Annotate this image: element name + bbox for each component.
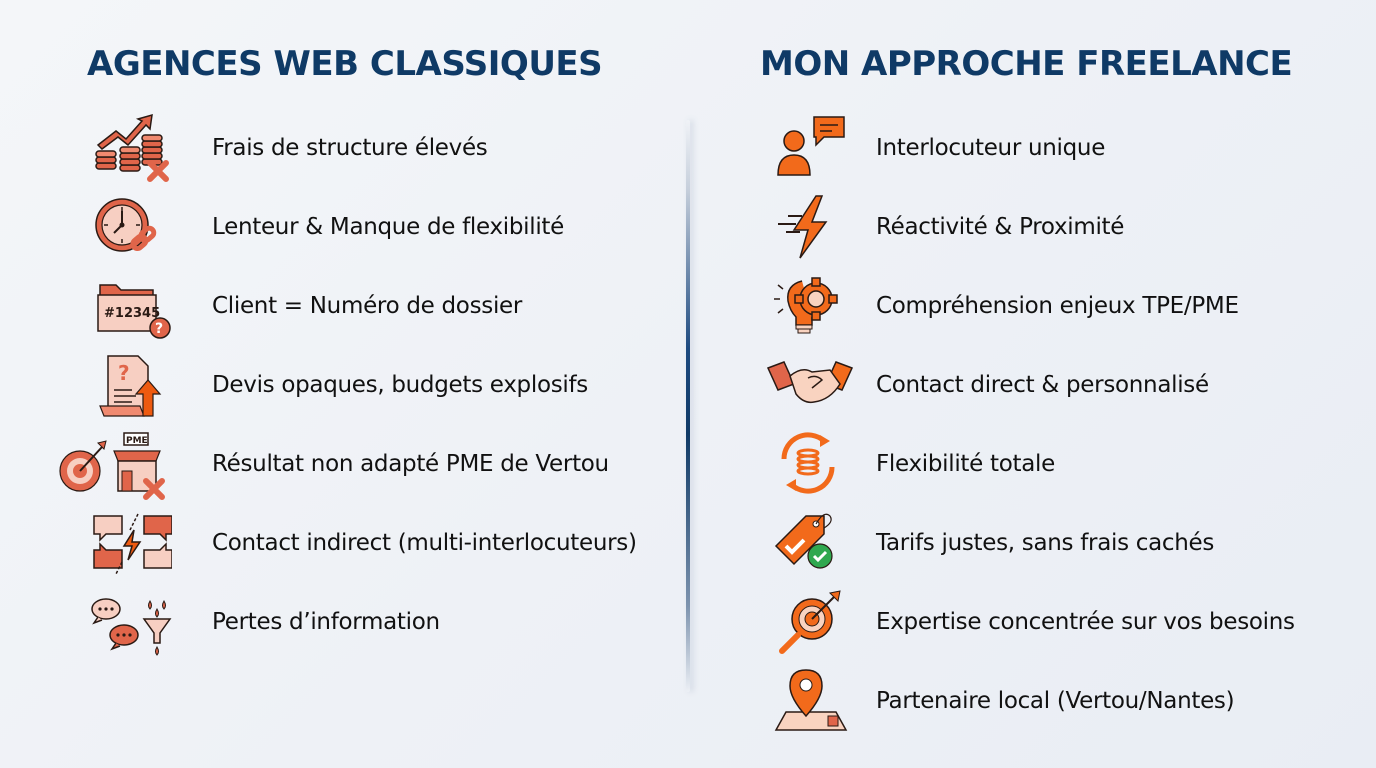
list-item: ? Devis opaques, budgets explosifs xyxy=(76,350,588,420)
chat-funnel-leak-icon xyxy=(76,587,172,657)
clock-chain-icon xyxy=(76,192,172,262)
item-label: Expertise concentrée sur vos besoins xyxy=(876,609,1295,635)
map-pin-icon xyxy=(762,666,858,736)
target-magnifier-icon xyxy=(762,587,858,657)
item-label: Frais de structure élevés xyxy=(212,135,488,161)
item-label: Interlocuteur unique xyxy=(876,135,1106,161)
cycle-coins-icon xyxy=(762,429,858,499)
svg-text:?: ? xyxy=(118,361,130,385)
list-item: Frais de structure élevés xyxy=(76,113,488,183)
list-item: Pertes d’information xyxy=(76,587,440,657)
item-label: Lenteur & Manque de flexibilité xyxy=(212,214,564,240)
handshake-icon xyxy=(762,350,858,420)
list-item: Réactivité & Proximité xyxy=(762,192,1124,262)
svg-text:PME: PME xyxy=(126,436,148,446)
lightning-speed-icon xyxy=(762,192,858,262)
item-label: Contact indirect (multi-interlocuteurs) xyxy=(212,530,637,556)
svg-text:#12345: #12345 xyxy=(104,306,160,321)
list-item: Flexibilité totale xyxy=(762,429,1055,499)
classic-agencies-title: AGENCES WEB CLASSIQUES xyxy=(87,44,603,84)
svg-text:?: ? xyxy=(155,321,163,337)
list-item: Tarifs justes, sans frais cachés xyxy=(762,508,1214,578)
list-item: PME Résultat non adapté PME de Vertou xyxy=(59,429,609,500)
price-tag-check-icon xyxy=(762,508,858,578)
item-label: Tarifs justes, sans frais cachés xyxy=(876,530,1215,556)
broken-communication-icon xyxy=(76,508,172,578)
list-item: Interlocuteur unique xyxy=(762,113,1105,183)
list-item: Partenaire local (Vertou/Nantes) xyxy=(762,666,1235,736)
item-label: Compréhension enjeux TPE/PME xyxy=(876,293,1239,319)
list-item: Compréhension enjeux TPE/PME xyxy=(762,271,1239,341)
list-item: Lenteur & Manque de flexibilité xyxy=(76,192,564,262)
item-label: Contact direct & personnalisé xyxy=(876,372,1209,398)
item-label: Flexibilité totale xyxy=(876,451,1055,477)
item-label: Client = Numéro de dossier xyxy=(212,293,523,319)
item-label: Partenaire local (Vertou/Nantes) xyxy=(876,688,1235,714)
item-label: Résultat non adapté PME de Vertou xyxy=(212,451,609,477)
item-label: Réactivité & Proximité xyxy=(876,214,1125,240)
list-item: Expertise concentrée sur vos besoins xyxy=(762,587,1295,657)
folder-number-icon: #12345 ? xyxy=(76,271,172,341)
freelance-approach-title: MON APPROCHE FREELANCE xyxy=(760,44,1293,84)
list-item: Contact indirect (multi-interlocuteurs) xyxy=(76,508,637,578)
quote-document-arrow-up-icon: ? xyxy=(76,350,172,420)
rising-costs-coins-icon xyxy=(76,113,172,183)
list-item: Contact direct & personnalisé xyxy=(762,350,1209,420)
person-chat-icon xyxy=(762,113,858,183)
list-item: #12345 ? Client = Numéro de dossier xyxy=(76,271,522,341)
item-label: Devis opaques, budgets explosifs xyxy=(212,372,588,398)
item-label: Pertes d’information xyxy=(212,609,440,635)
target-shop-icon: PME xyxy=(59,429,172,500)
column-divider xyxy=(686,120,690,692)
lightbulb-gear-icon xyxy=(762,271,858,341)
